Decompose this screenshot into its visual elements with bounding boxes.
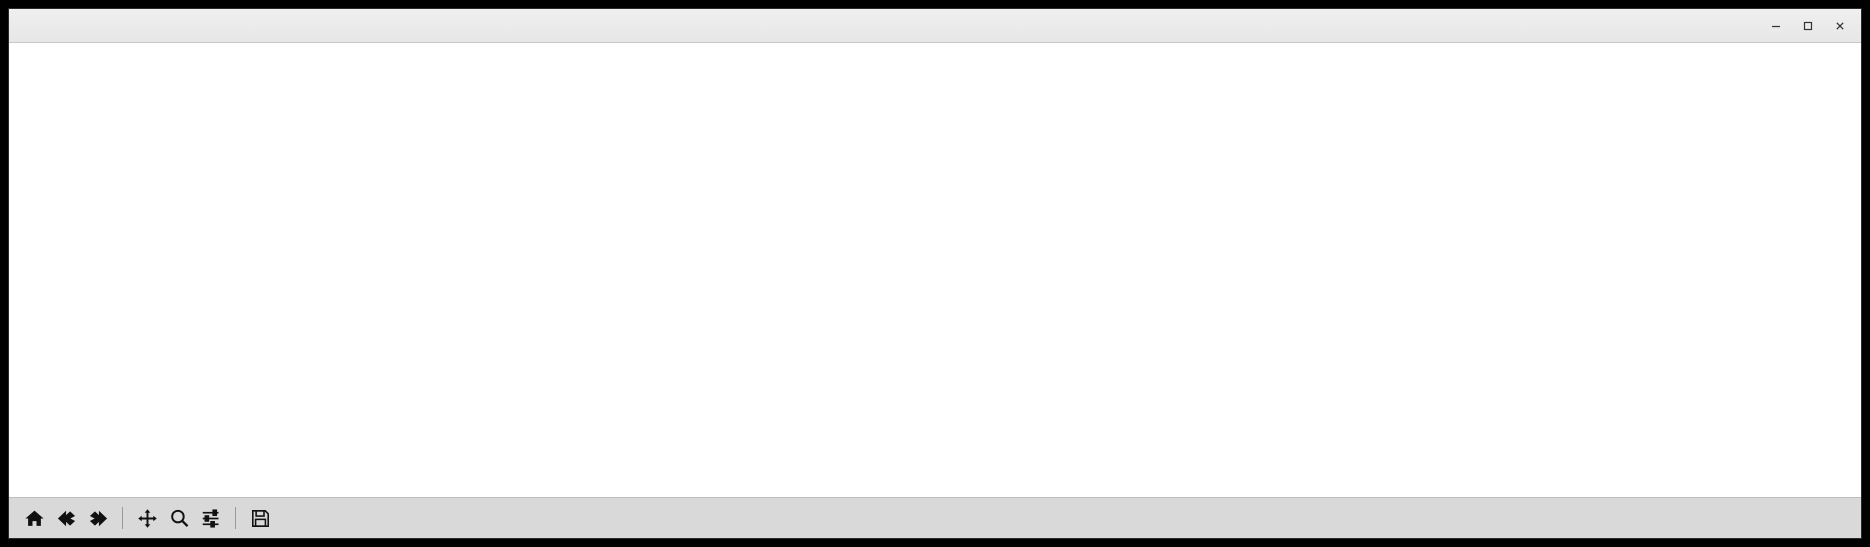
zoom-icon[interactable] — [164, 503, 194, 533]
home-icon[interactable] — [19, 503, 49, 533]
window-controls — [1761, 9, 1855, 42]
figure-canvas[interactable] — [9, 43, 1861, 497]
minimize-button[interactable] — [1761, 13, 1791, 39]
back-arrow-icon[interactable] — [51, 503, 81, 533]
close-icon — [1836, 21, 1844, 30]
navigation-toolbar — [9, 497, 1861, 538]
maximize-button[interactable] — [1793, 13, 1823, 39]
configure-subplots-icon[interactable] — [196, 503, 226, 533]
forward-arrow-icon[interactable] — [83, 503, 113, 533]
maximize-icon — [1803, 21, 1813, 30]
title-bar — [9, 9, 1861, 43]
close-button[interactable] — [1825, 13, 1855, 39]
figure-window — [8, 8, 1862, 539]
minimize-icon — [1772, 25, 1780, 27]
save-icon[interactable] — [245, 503, 275, 533]
toolbar-divider-2 — [235, 507, 236, 529]
toolbar-divider-1 — [122, 507, 123, 529]
pan-icon[interactable] — [132, 503, 162, 533]
